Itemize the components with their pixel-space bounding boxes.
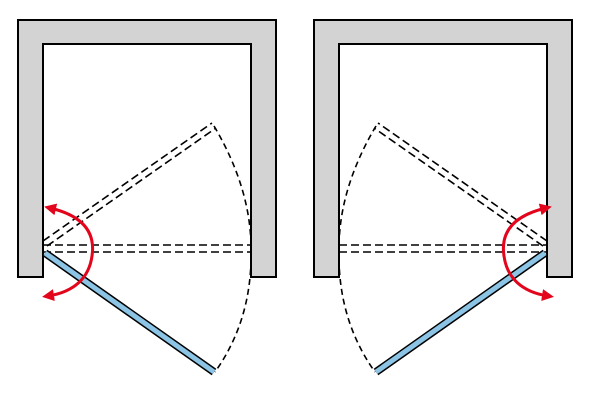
door-closed-position [339,244,547,253]
swing-arc [338,125,377,373]
door-inward-position [42,122,217,247]
right-hinged-door-diagram [313,19,573,376]
door-closed-position [43,244,251,253]
door-glass-panel [43,250,216,375]
swing-direction-arrow [42,203,95,302]
door-inward-position [373,122,548,247]
door-glass-panel [374,250,547,375]
swing-arc [213,125,252,373]
wall-enclosure [17,19,277,278]
wall-enclosure [313,19,573,278]
left-hinged-door-diagram [17,19,277,376]
swing-direction-arrow [501,203,554,302]
